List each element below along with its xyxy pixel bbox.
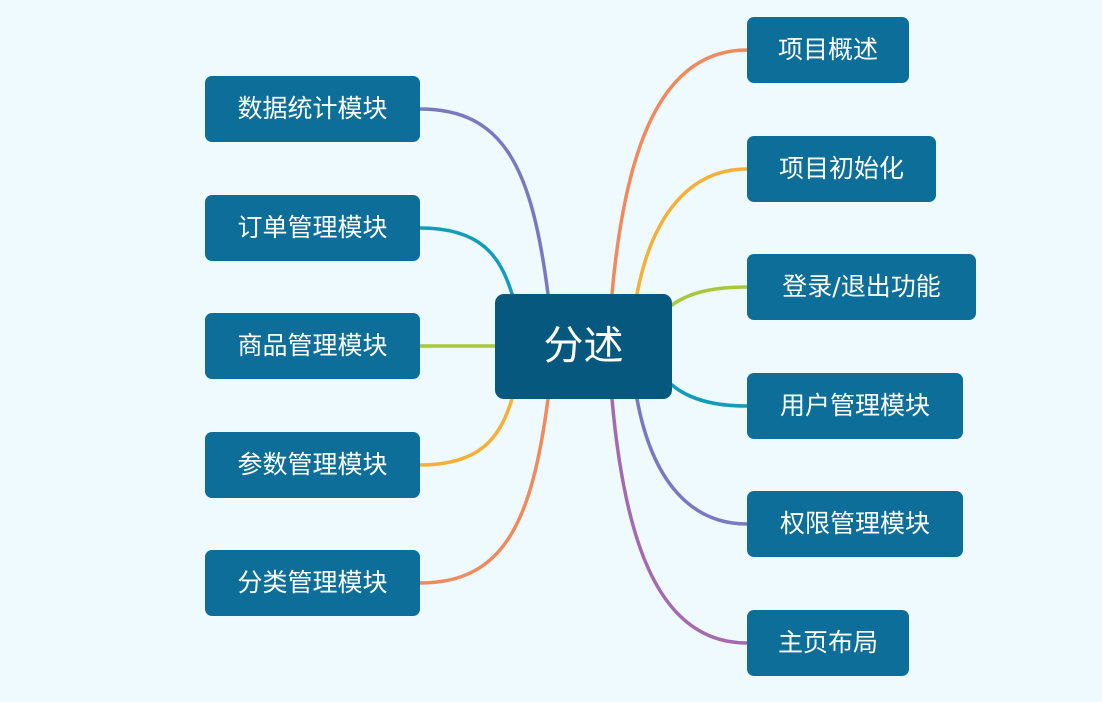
topic-category-management[interactable]: 分类管理模块 (205, 550, 420, 616)
topic-home-layout[interactable]: 主页布局 (747, 610, 909, 676)
topic-project-overview[interactable]: 项目概述 (747, 17, 909, 83)
connector-right-1 (635, 167, 749, 296)
topic-parameter-management[interactable]: 参数管理模块 (205, 432, 420, 498)
connector-left-1 (418, 226, 514, 296)
topic-login-logout[interactable]: 登录/退出功能 (747, 254, 976, 320)
connector-left-4 (418, 397, 550, 585)
topic-user-management[interactable]: 用户管理模块 (747, 373, 963, 439)
connector-right-3 (670, 383, 749, 408)
connector-left-0 (418, 107, 550, 296)
connector-right-0 (610, 48, 749, 296)
topic-data-statistics[interactable]: 数据统计模块 (205, 76, 420, 142)
central-topic[interactable]: 分述 (495, 294, 672, 399)
connector-right-4 (635, 397, 749, 526)
topic-project-init[interactable]: 项目初始化 (747, 136, 936, 202)
topic-order-management[interactable]: 订单管理模块 (205, 195, 420, 261)
connector-right-2 (670, 285, 749, 307)
connector-right-5 (610, 397, 749, 645)
topic-product-management[interactable]: 商品管理模块 (205, 313, 420, 379)
topic-permission-management[interactable]: 权限管理模块 (747, 491, 963, 557)
connector-left-3 (418, 397, 514, 467)
